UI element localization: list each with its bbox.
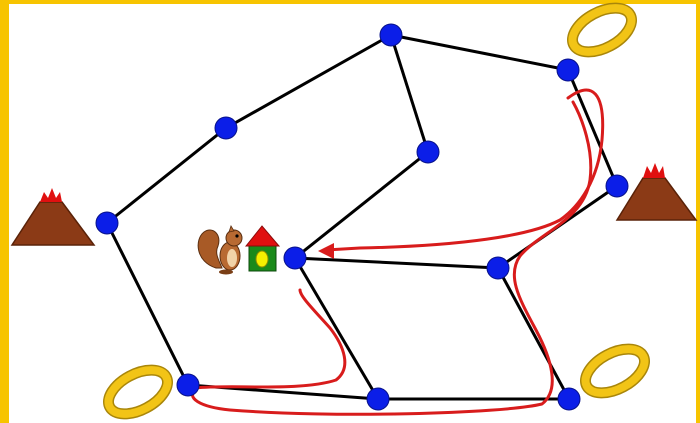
route-arrowhead [318, 243, 334, 259]
frame-right [696, 0, 700, 423]
graph-edge [566, 69, 619, 187]
graph-edges [105, 33, 619, 401]
volcano-icon [615, 163, 698, 221]
graph-edge [293, 257, 380, 400]
graph-edge [294, 256, 499, 270]
graph-nodes [95, 23, 629, 411]
ring-icon [103, 364, 173, 420]
graph-node[interactable] [214, 116, 238, 140]
graph-node[interactable] [556, 58, 580, 82]
graph-node[interactable] [416, 140, 440, 164]
graph-node[interactable] [379, 23, 403, 47]
graph-node[interactable] [95, 211, 119, 235]
frame-top [0, 0, 700, 4]
graph-node[interactable] [283, 246, 307, 270]
graph-edge [294, 150, 429, 260]
graph-edge [390, 33, 569, 72]
graph-edge [105, 222, 190, 386]
squirrel-icon [197, 225, 243, 275]
route-line-right [324, 88, 605, 252]
graph-node[interactable] [557, 387, 581, 411]
graph-node[interactable] [366, 387, 390, 411]
graph-edge [106, 126, 227, 225]
graph-edge [389, 34, 430, 153]
frame-left [0, 0, 9, 423]
route-line-lower [190, 100, 593, 416]
ring-icon [567, 2, 637, 58]
graph-node[interactable] [486, 256, 510, 280]
graph-edge [496, 267, 571, 400]
route-path [190, 88, 605, 416]
ring-icon [580, 343, 650, 399]
house-icon [244, 225, 281, 272]
graph-node[interactable] [176, 373, 200, 397]
graph-edge [225, 33, 392, 130]
graph-node[interactable] [605, 174, 629, 198]
volcano-icon [10, 188, 96, 246]
